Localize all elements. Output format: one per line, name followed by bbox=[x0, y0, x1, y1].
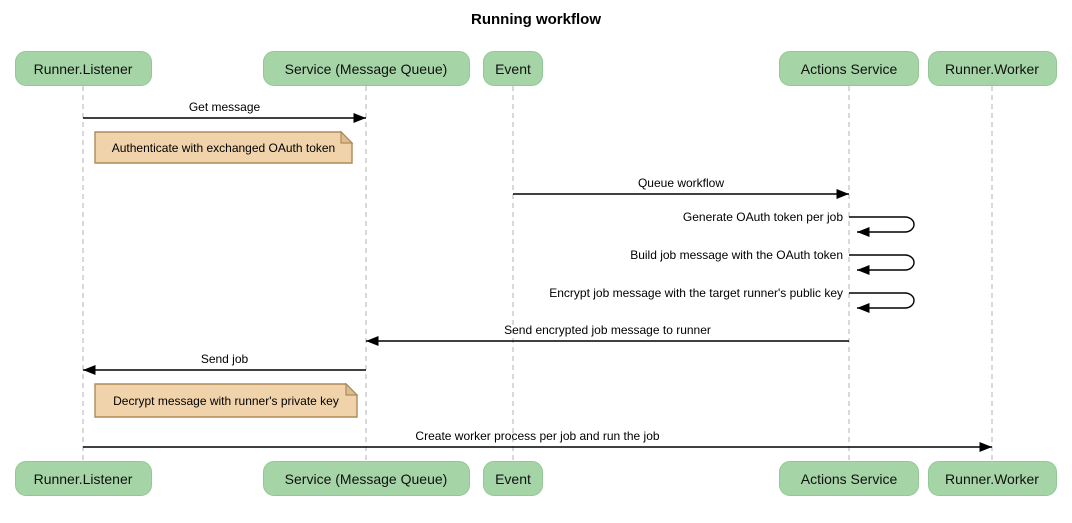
actor-box-bottom-event: Event bbox=[483, 461, 543, 496]
message-label-7: Send job bbox=[200, 352, 249, 366]
self-message-loop-3 bbox=[849, 216, 915, 238]
self-message-loop-5 bbox=[849, 292, 915, 314]
note-fold-corner-8 bbox=[345, 382, 359, 396]
actor-box-bottom-service-message-queue: Service (Message Queue) bbox=[262, 461, 470, 496]
message-label-6: Send encrypted job message to runner bbox=[504, 323, 711, 337]
actor-box-top-event: Event bbox=[483, 51, 543, 86]
diagram-title: Running workflow bbox=[471, 11, 601, 28]
message-label-0: Get message bbox=[188, 100, 261, 114]
actor-box-bottom-runner-worker: Runner.Worker bbox=[927, 461, 1057, 496]
message-label-2: Queue workflow bbox=[637, 176, 725, 190]
self-message-label-5: Encrypt job message with the target runn… bbox=[549, 286, 843, 300]
self-message-loop-4 bbox=[849, 254, 915, 276]
actor-box-top-actions-service: Actions Service bbox=[779, 51, 919, 86]
message-label-9: Create worker process per job and run th… bbox=[415, 429, 660, 443]
actor-box-top-runner-worker: Runner.Worker bbox=[927, 51, 1057, 86]
self-message-label-4: Build job message with the OAuth token bbox=[630, 248, 843, 262]
actor-box-bottom-actions-service: Actions Service bbox=[779, 461, 919, 496]
actor-box-top-service-message-queue: Service (Message Queue) bbox=[262, 51, 470, 86]
actor-box-bottom-runner-listener: Runner.Listener bbox=[14, 461, 152, 496]
self-message-label-3: Generate OAuth token per job bbox=[682, 210, 843, 224]
actor-box-top-runner-listener: Runner.Listener bbox=[14, 51, 152, 86]
note-body-8 bbox=[94, 383, 358, 418]
note-label-1: Authenticate with exchanged OAuth token bbox=[111, 140, 336, 155]
note-fold-corner-1 bbox=[340, 130, 354, 144]
note-body-1 bbox=[94, 131, 353, 164]
note-label-8: Decrypt message with runner's private ke… bbox=[113, 393, 339, 408]
